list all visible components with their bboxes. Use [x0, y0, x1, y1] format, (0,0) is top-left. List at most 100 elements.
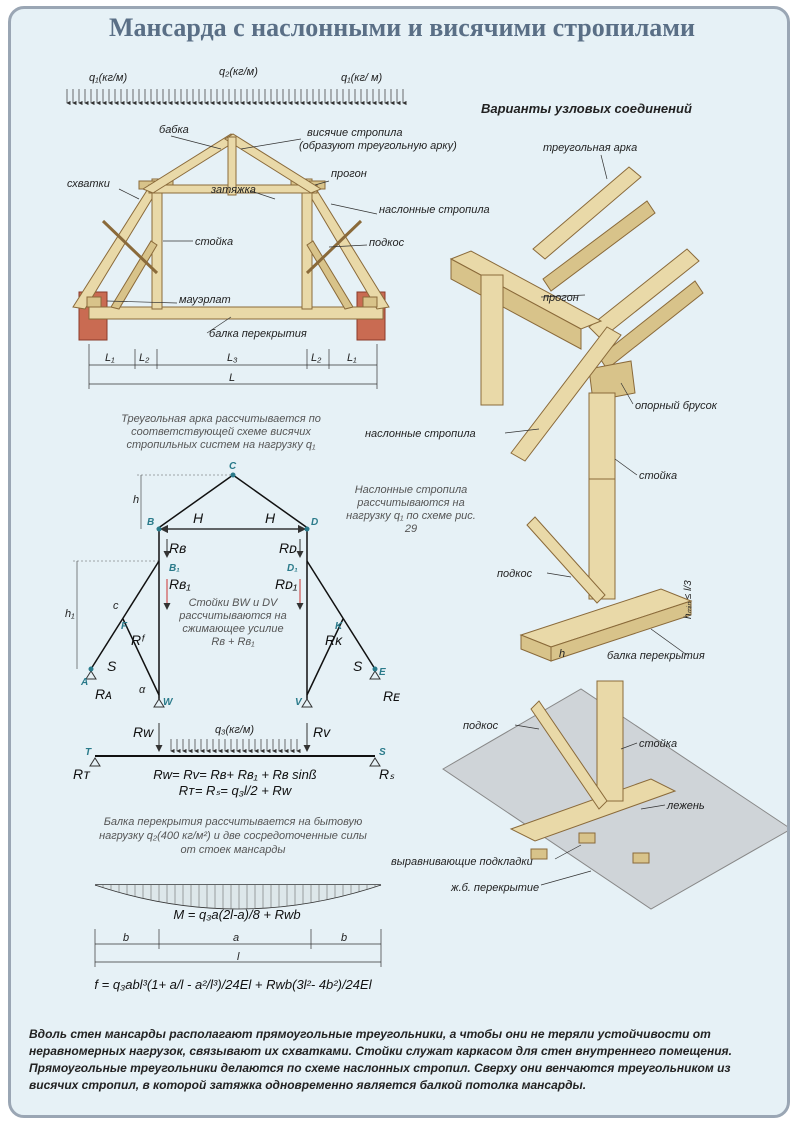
right-strut — [306, 240, 354, 310]
node-A: A — [80, 677, 88, 688]
load-q2: q₂(кг/м) — [219, 66, 258, 78]
floor-beam — [88, 306, 384, 320]
caption-text: Вдоль стен мансарды располагают прямоуго… — [29, 1027, 732, 1092]
left-collar — [101, 219, 159, 275]
reaction-Re: Rᴇ — [383, 688, 400, 704]
node-V: V — [295, 697, 303, 708]
label-visyachie-1: висячие стропила — [307, 127, 403, 139]
label-lezhen: лежень — [666, 800, 705, 812]
load-q1-right: q₁(кг/ м) — [341, 72, 383, 84]
mansard-roof-drawing: бабка висячие стропила (образуют треугол… — [67, 124, 490, 341]
equation-2: Rᴛ= Rₛ= q₃l/2 + Rᴡ — [179, 783, 293, 798]
note-arch-line-2: соответствующей схеме висячих — [131, 426, 311, 438]
lower-post — [596, 680, 624, 802]
dim-L1-right: L₁ — [347, 352, 357, 364]
force-H-right: H — [265, 510, 276, 526]
label-c: c — [113, 600, 119, 612]
note-arch-line-3: стропильных систем на нагрузку q₁ — [126, 439, 316, 451]
leader-progon — [314, 180, 330, 186]
lower-brace — [530, 700, 608, 810]
roof-dimensions: L₁ L₂ L₃ L₂ L₁ L — [88, 344, 378, 389]
label-podkladki: выравнивающие подкладки — [391, 856, 533, 868]
dim-h: h — [133, 494, 139, 506]
page-title: Мансарда с наслонными и висячими стропил… — [108, 13, 695, 42]
dim-h1: h₁ — [65, 608, 75, 620]
reaction-Rs: Rₛ — [379, 766, 395, 782]
shim-3 — [632, 852, 650, 864]
static-scheme: C B D H H h h₁ Rʙ Rᴅ B₁ D₁ Rʙ₁ Rᴅ₁ c F K… — [65, 461, 400, 708]
leader-naslonnye-right — [504, 428, 540, 434]
leader-podkladki — [554, 844, 582, 860]
dim-L2-right: L₂ — [311, 352, 322, 364]
node-W: W — [163, 697, 174, 708]
label-stoyka-2: стойка — [639, 738, 677, 750]
leader-naslonnye — [330, 203, 378, 215]
right-upper-rafter — [224, 133, 323, 194]
reaction-Rv: Rᴠ — [313, 724, 331, 740]
moment-hatch — [102, 885, 376, 909]
reaction-Rb1: Rʙ₁ — [169, 576, 191, 592]
label-brusok: опорный брусок — [635, 400, 718, 412]
note-posts-line-4: Rʙ + Rʙ₁ — [211, 636, 255, 648]
leader-podkos-right — [546, 572, 572, 578]
nodes-title: Варианты узловых соединений — [481, 101, 692, 116]
rafter-diagonal — [510, 326, 622, 462]
reaction-Rk: Rᴋ — [325, 632, 343, 648]
label-zatyazhka: затяжка — [210, 184, 256, 196]
label-balka-right: балка перекрытия — [607, 650, 705, 662]
leader-balka-right — [650, 628, 688, 656]
label-visyachie-2: (образуют треугольную арку) — [299, 140, 457, 152]
leader-podkos-2 — [514, 724, 540, 730]
node-T: T — [85, 747, 92, 758]
reaction-Rd1: Rᴅ₁ — [275, 576, 298, 592]
label-podkos: подкос — [369, 237, 405, 249]
leader-stoyka-2 — [620, 742, 638, 750]
force-H-left: H — [193, 510, 204, 526]
dim-b-left: b — [123, 932, 129, 944]
floor-beam-side — [550, 600, 692, 662]
note-beam-line-2: нагрузку q₂(400 кг/м²) и две сосредоточе… — [99, 830, 367, 842]
label-babka: бабка — [159, 124, 189, 136]
tall-post-lower — [588, 478, 616, 600]
diagram-canvas: q₁(кг/м) q₂(кг/м) q₁(кг/ м) — [65, 66, 787, 992]
arch-rafter-upper — [532, 166, 642, 260]
moment-diagram: M = q₃a(2l-a)/8 + Rᴡb b a b l f = q₃abl³… — [94, 884, 382, 992]
label-skhvatki: схватки — [67, 178, 110, 190]
note-posts-line-3: сжимающее усилие — [182, 623, 283, 635]
reaction-Rf: Rᶠ — [131, 632, 146, 648]
label-naslonnye: наслонные стропила — [379, 204, 490, 216]
leader-mauerlat — [106, 300, 178, 304]
note-posts-line-2: рассчитываются на — [178, 610, 286, 622]
label-progon-right: прогон — [543, 292, 579, 304]
left-wall-plate — [86, 296, 102, 308]
reaction-Rw: Rᴡ — [133, 724, 154, 740]
beam-load-scheme: Rᴡ Rᴠ q₃(кг/м) T S Rᴛ Rₛ Rᴡ= Rᴠ= Rʙ+ Rʙ₁… — [73, 723, 395, 798]
leader-perekrytie — [540, 870, 592, 886]
node-S: S — [379, 747, 386, 758]
beam-load-arrows — [170, 739, 301, 754]
leader-arch — [600, 154, 608, 180]
distributed-load: q₁(кг/м) q₂(кг/м) q₁(кг/ м) — [66, 66, 407, 106]
label-progon: прогон — [331, 168, 367, 180]
equation-1: Rᴡ= Rᴠ= Rʙ+ Rʙ₁ + Rʙ sinß — [153, 767, 317, 782]
label-S-right: S — [353, 658, 363, 674]
left-strut — [110, 240, 158, 310]
page-frame: Мансарда с наслонными и висячими стропил… — [8, 6, 790, 1118]
node-C: C — [229, 461, 237, 472]
shim-2 — [578, 832, 596, 844]
right-wall-plate — [362, 296, 378, 308]
label-perekrytie: ж.б. перекрытие — [450, 882, 539, 894]
deflection-formula: f = q₃abl³(1+ a/l - a²/l³)/24El + Rᴡb(3l… — [94, 977, 372, 992]
label-S-left: S — [107, 658, 117, 674]
shim-1 — [530, 848, 548, 860]
reaction-Ra: Rᴀ — [95, 686, 112, 702]
note-rafters-line-1: Наслонные стропила — [355, 484, 468, 496]
moment-formula: M = q₃a(2l-a)/8 + Rᴡb — [173, 907, 300, 922]
upper-post — [480, 274, 504, 406]
note-arch-line-1: Треугольная арка рассчитывается по — [121, 413, 321, 425]
leader-purlin — [540, 294, 586, 298]
tall-post-upper — [588, 392, 616, 494]
angle-alpha: α — [139, 684, 146, 696]
leader-brusok — [620, 382, 634, 405]
note-rafters-line-2: рассчитываются на — [356, 497, 464, 509]
